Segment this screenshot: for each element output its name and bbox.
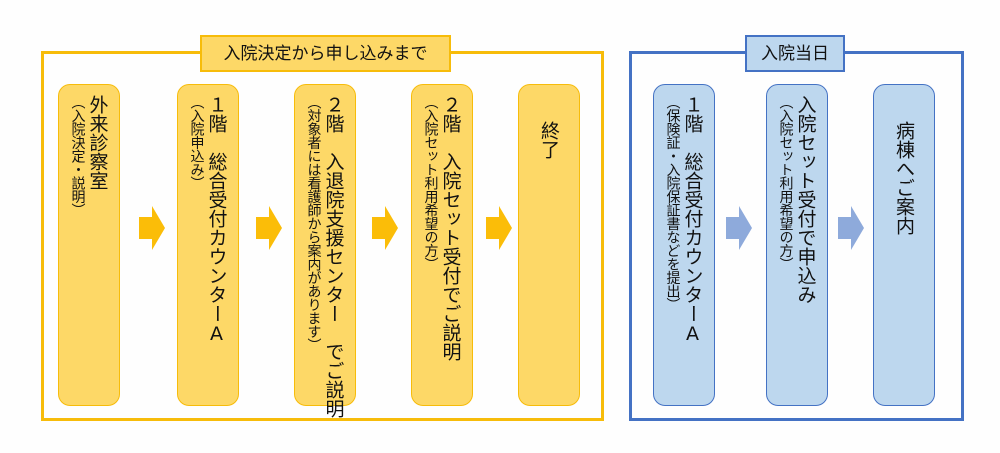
step-note-text: （保険証・入院保証書などを提出） bbox=[664, 95, 681, 311]
right-arrow-icon bbox=[256, 206, 282, 250]
step-day-admission-set-application: 入院セット受付で申込み （入院セット利用希望の方） bbox=[766, 84, 828, 406]
step-admission-set-reception: ２階 入院セット受付でご説明 （入院セット利用希望の方） bbox=[411, 84, 473, 406]
step-main-text: 終了 bbox=[538, 121, 560, 159]
step-note-text: （入院申込み） bbox=[188, 95, 205, 190]
step-reception-counter-a: １階 総合受付カウンターA （入院申込み） bbox=[177, 84, 239, 406]
right-arrow-icon bbox=[838, 206, 864, 250]
step-note-text: （入院セット利用希望の方） bbox=[422, 95, 439, 271]
step-main-text: 外来診察室 bbox=[86, 95, 109, 190]
right-arrow-icon bbox=[486, 206, 512, 250]
step-main-text: ２階 入院セット受付でご説明 bbox=[439, 95, 462, 361]
step-note-text: （入院決定・説明） bbox=[69, 95, 86, 217]
section-admission-decision-title: 入院決定から申し込みまで bbox=[200, 35, 451, 72]
right-arrow-icon bbox=[139, 206, 165, 250]
step-end: 終了 bbox=[518, 84, 580, 406]
right-arrow-icon bbox=[726, 206, 752, 250]
step-outpatient-clinic: 外来診察室 （入院決定・説明） bbox=[58, 84, 120, 406]
right-arrow-icon bbox=[372, 206, 398, 250]
step-note-text: （入院セット利用希望の方） bbox=[777, 95, 794, 271]
step-note-text: （対象者には看護師から案内があります） bbox=[305, 95, 322, 352]
step-main-text: ２階 入退院支援センター でご説明 bbox=[322, 95, 345, 418]
step-day-reception-counter-a: １階 総合受付カウンターA （保険証・入院保証書などを提出） bbox=[653, 84, 715, 406]
section-admission-day-title: 入院当日 bbox=[745, 35, 845, 72]
step-admission-support-center: ２階 入退院支援センター でご説明 （対象者には看護師から案内があります） bbox=[294, 84, 356, 418]
step-main-text: 入院セット受付で申込み bbox=[794, 95, 817, 304]
step-day-guide-to-ward: 病棟へご案内 bbox=[873, 84, 935, 406]
step-main-text: 病棟へご案内 bbox=[893, 121, 915, 235]
step-main-text: １階 総合受付カウンターA bbox=[205, 95, 228, 345]
step-main-text: １階 総合受付カウンターA bbox=[681, 95, 704, 345]
